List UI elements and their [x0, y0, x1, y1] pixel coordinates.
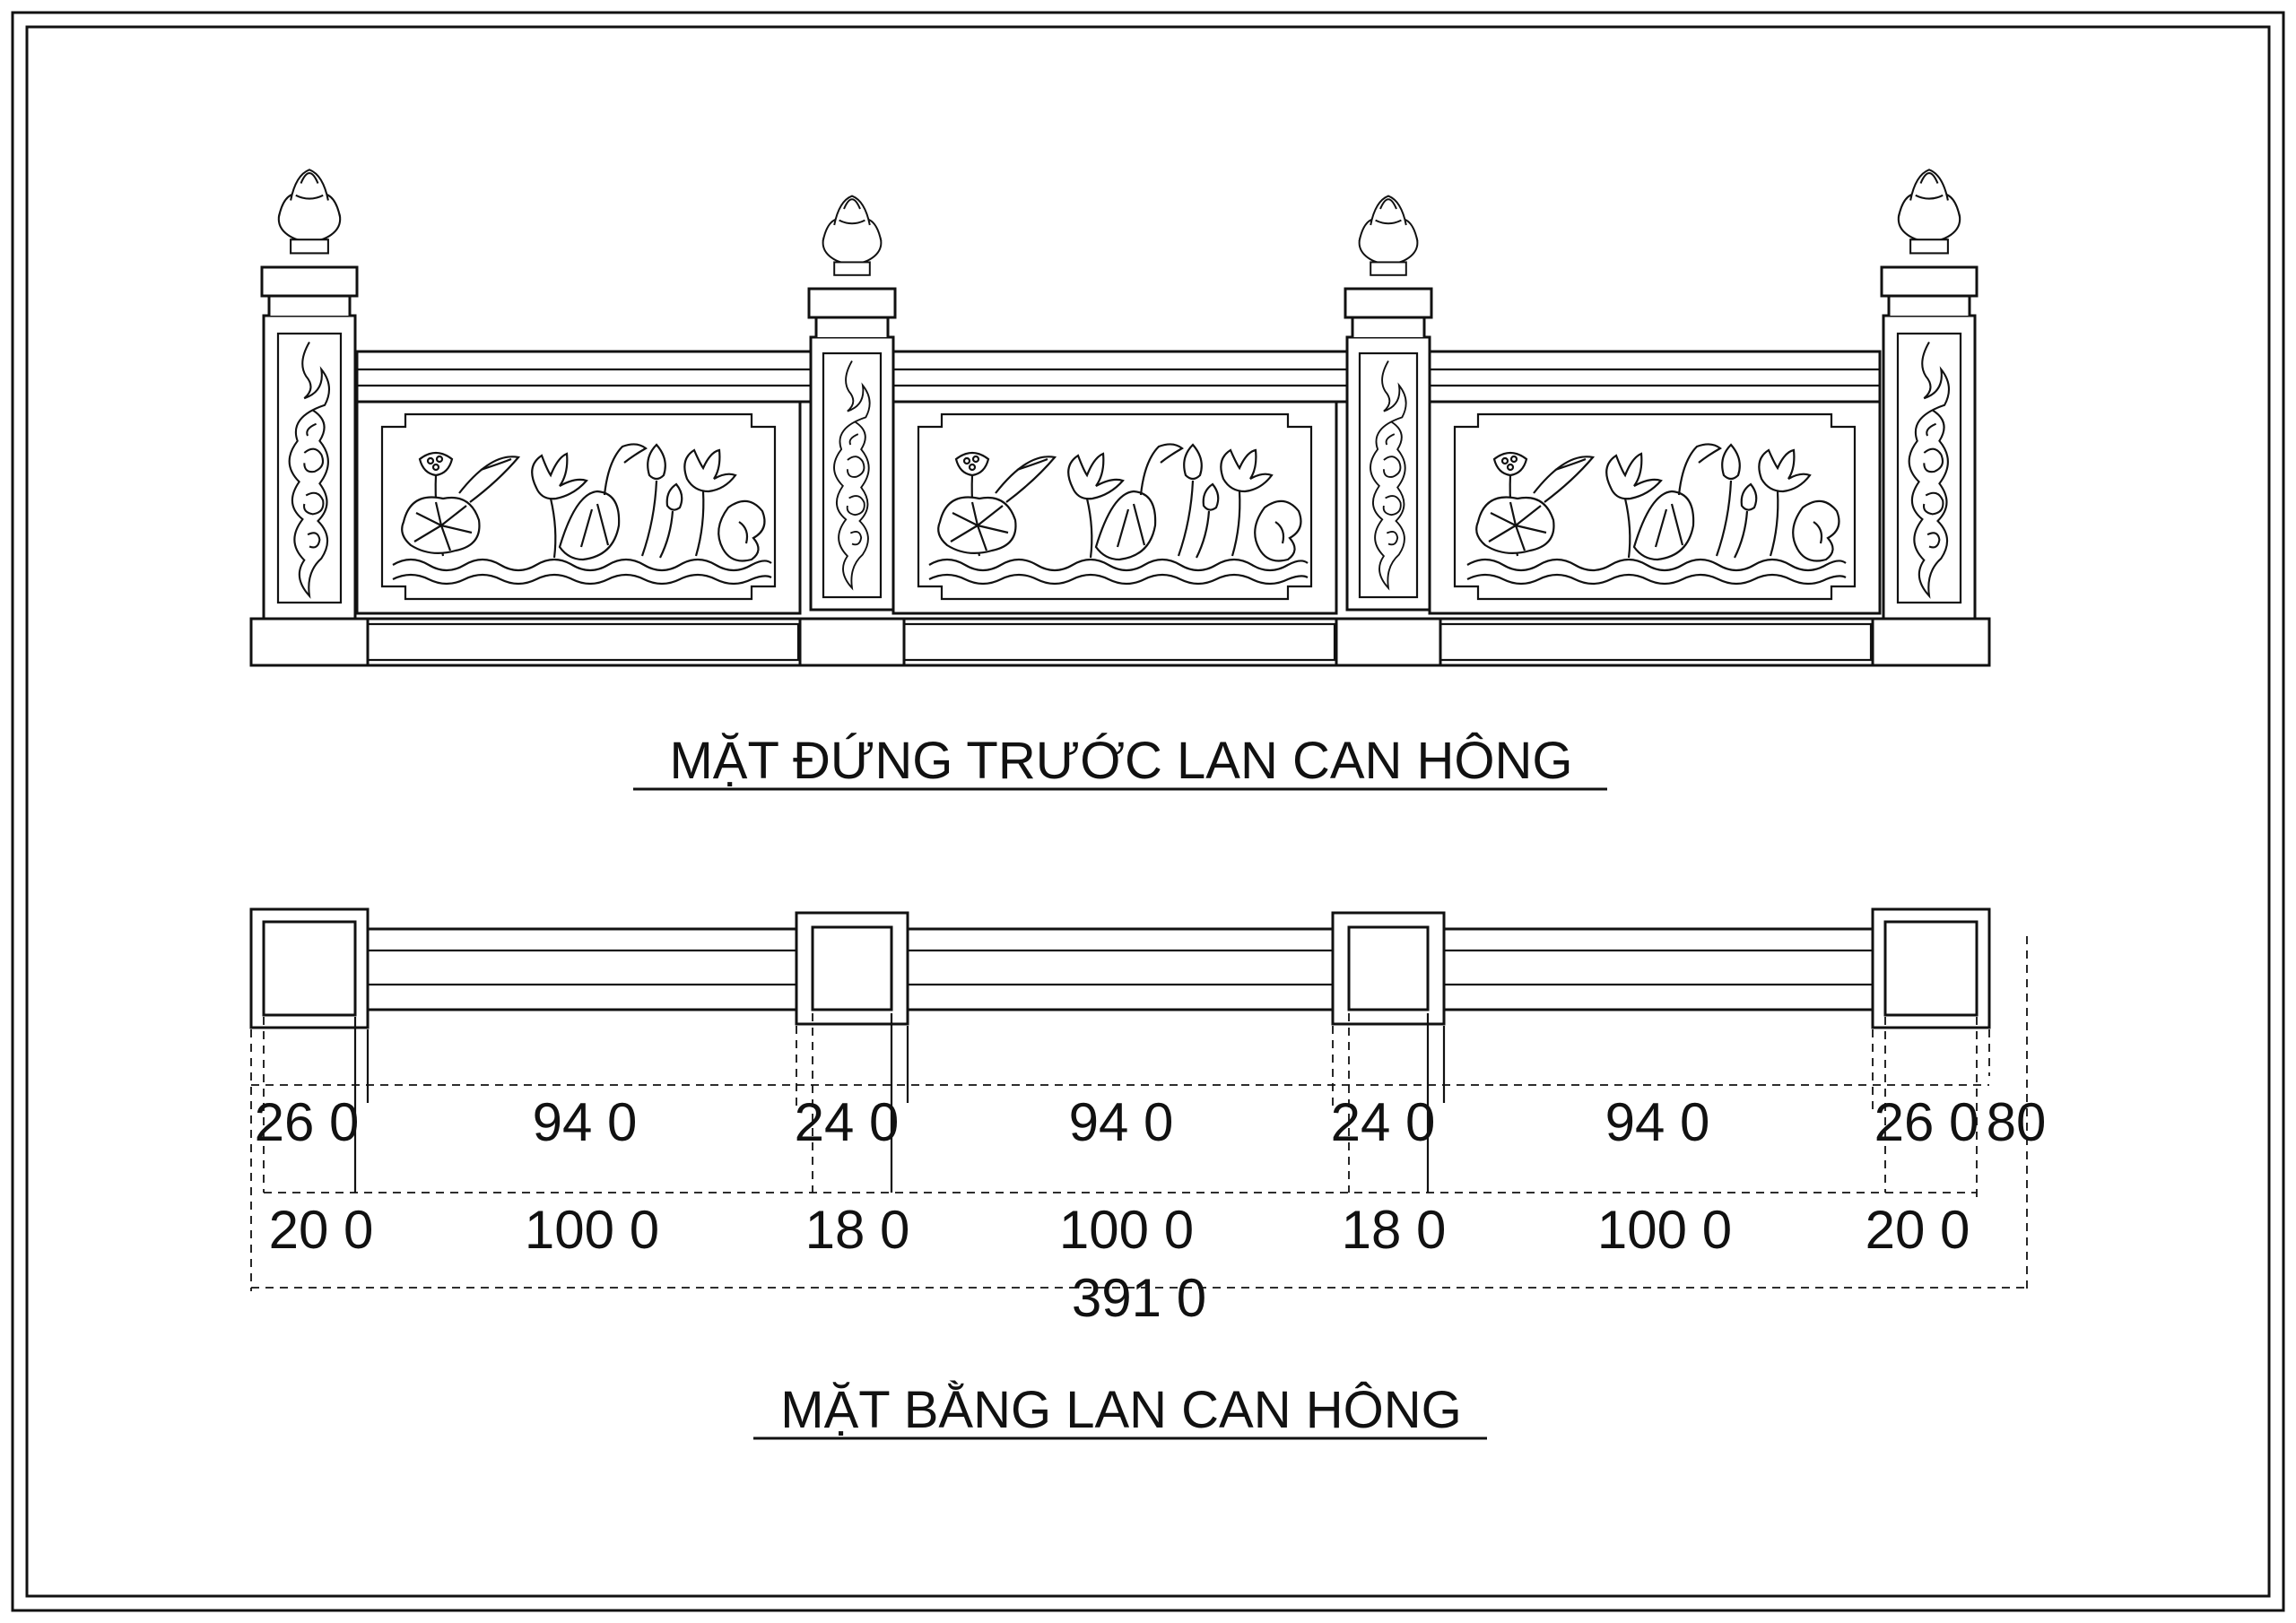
plan-title: MẶT BẰNG LAN CAN HÔNG	[780, 1381, 1462, 1439]
dim-row2-post-2: 18 0	[1342, 1200, 1447, 1260]
dim-row1-end-left: 26 0	[255, 1092, 360, 1152]
dim-row2-panel-1: 100 0	[525, 1200, 659, 1260]
relief-panel-3	[1428, 400, 1882, 615]
plan-rail	[366, 927, 1874, 1011]
balustrade-plan	[249, 907, 1991, 1029]
plan-post-mid-1	[795, 911, 909, 1026]
mid-post-2	[1335, 195, 1442, 667]
dim-total: 391 0	[1072, 1268, 1206, 1328]
dim-row2-panel-2: 100 0	[1059, 1200, 1194, 1260]
dim-row1-end-right: 26 0	[1874, 1092, 1979, 1152]
dimension-row-1: 26 0 94 0 24 0 94 0 24 0 94 0 26 0 80	[255, 1092, 2047, 1152]
dim-row2-end-left: 20 0	[269, 1200, 374, 1260]
top-rail	[355, 350, 1882, 404]
dim-row1-post-1: 24 0	[795, 1092, 900, 1152]
dimension-row-2: 20 0 100 0 18 0 100 0 18 0 100 0 20 0	[269, 1200, 1970, 1260]
relief-panel-1	[355, 400, 802, 615]
balustrade-elevation	[249, 169, 1991, 667]
dim-row2-post-1: 18 0	[805, 1200, 910, 1260]
outer-border	[11, 11, 2285, 1612]
dim-row1-post-2: 24 0	[1331, 1092, 1436, 1152]
relief-panel-2	[891, 400, 1338, 615]
base-plinth	[249, 617, 1991, 667]
inner-border	[25, 25, 2271, 1598]
dimension-lines	[250, 936, 2028, 1291]
dim-row1-panel-3: 94 0	[1605, 1092, 1710, 1152]
mid-post-1	[798, 195, 906, 667]
dim-row2-panel-3: 100 0	[1597, 1200, 1732, 1260]
elevation-title: MẶT ĐỨNG TRƯỚC LAN CAN HÔNG	[669, 732, 1572, 790]
dim-row1-panel-2: 94 0	[1069, 1092, 1174, 1152]
end-post-right	[1871, 169, 1991, 667]
plan-post-mid-2	[1331, 911, 1446, 1026]
dim-row2-end-right: 20 0	[1866, 1200, 1970, 1260]
dim-row1-overhang: 80	[1987, 1092, 2047, 1152]
dim-row1-panel-1: 94 0	[533, 1092, 638, 1152]
plan-post-left	[249, 907, 370, 1029]
plan-post-right	[1871, 907, 1991, 1029]
end-post-left	[249, 169, 370, 667]
